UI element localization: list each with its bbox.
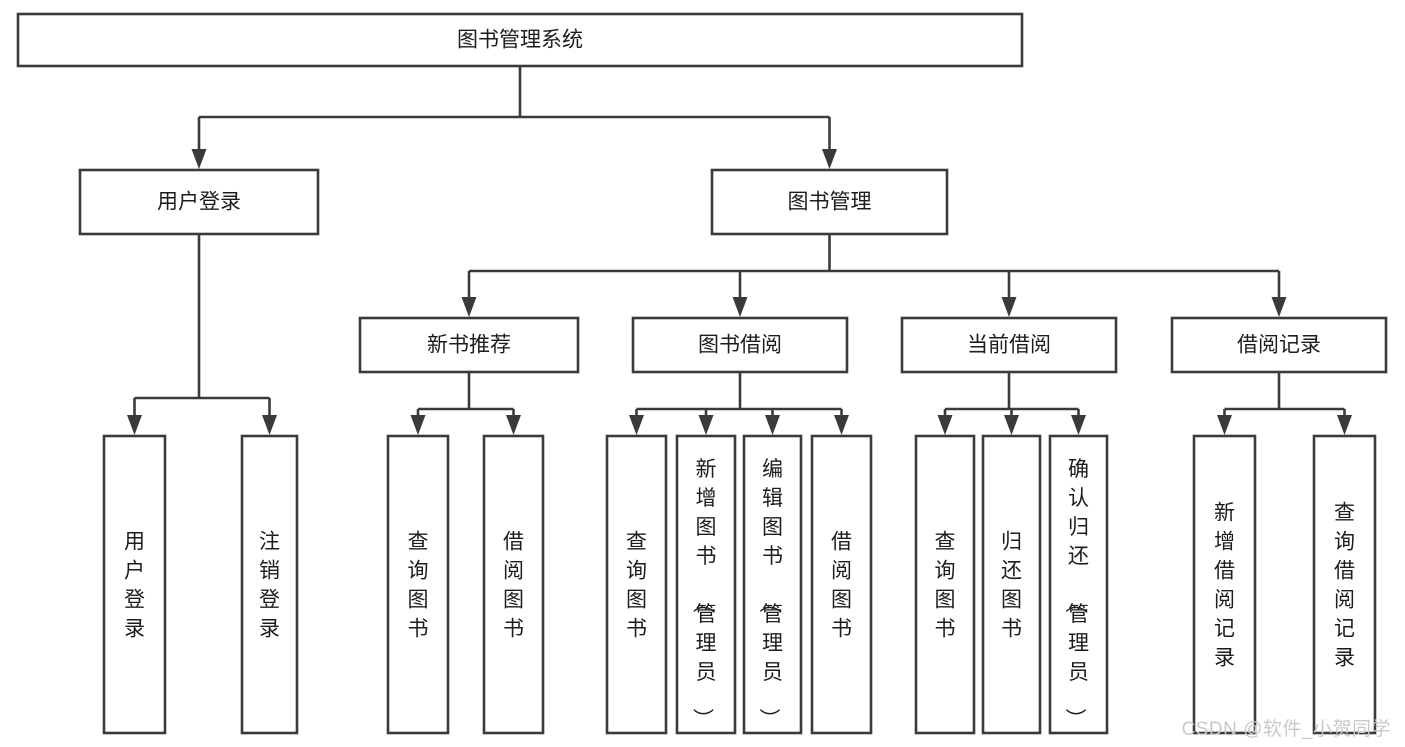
connector-arrow-icon <box>1217 415 1232 435</box>
leaf-borrow-book-2-label: 借阅图书 <box>831 531 852 641</box>
connector-arrow-icon <box>1071 415 1086 435</box>
csdn-watermark: CSDN @软件_小贺同学 <box>1181 719 1391 740</box>
leaf-query-record[interactable]: 查询借阅记录 <box>1312 434 1377 735</box>
leaf-query-book-3-label: 查询图书 <box>935 531 956 641</box>
leaf-query-book-2[interactable]: 查询图书 <box>605 434 668 735</box>
connector-arrow-icon <box>506 415 521 435</box>
connector-arrow-icon <box>834 415 849 435</box>
node-new-book-recommend[interactable]: 新书推荐 <box>358 316 580 374</box>
leaf-query-record-label: 查询借阅记录 <box>1334 502 1355 670</box>
connector-arrow-icon <box>1004 415 1019 435</box>
connector-arrow-icon <box>698 415 714 435</box>
connector-arrow-icon <box>127 415 142 435</box>
leaf-query-book-2-label: 查询图书 <box>626 531 647 641</box>
leaf-logout-login-label: 注销登录 <box>259 531 280 641</box>
node-layer: 用户登录注销登录查询图书借阅图书查询图书新增图书（管理员）编辑图书（管理员）借阅… <box>16 12 1388 735</box>
leaf-logout-login[interactable]: 注销登录 <box>240 434 299 735</box>
node-borrow-record[interactable]: 借阅记录 <box>1170 316 1388 374</box>
leaf-user-login[interactable]: 用户登录 <box>102 434 167 735</box>
connector-arrow-icon <box>765 415 780 435</box>
leaf-return-book-label: 归还图书 <box>1001 531 1022 641</box>
connector-arrow-icon <box>822 149 837 169</box>
node-book-manage[interactable]: 图书管理 <box>710 168 949 236</box>
leaf-add-record-label: 新增借阅记录 <box>1214 502 1235 670</box>
connector-arrow-icon <box>937 415 953 435</box>
root-node-root[interactable]: 图书管理系统 <box>16 12 1024 68</box>
leaf-add-record[interactable]: 新增借阅记录 <box>1192 434 1257 735</box>
leaf-query-book-1-label: 查询图书 <box>408 531 429 641</box>
root-node-root-label: 图书管理系统 <box>457 29 583 52</box>
leaf-user-login-label: 用户登录 <box>124 531 145 641</box>
leaf-edit-book-label: 编辑图书（管理员） <box>757 458 783 729</box>
node-current-borrow[interactable]: 当前借阅 <box>900 316 1118 374</box>
leaf-add-book[interactable]: 新增图书（管理员） <box>675 434 737 735</box>
leaf-return-book[interactable]: 归还图书 <box>981 434 1042 735</box>
connector-arrow-icon <box>1001 297 1017 317</box>
leaf-query-book-3[interactable]: 查询图书 <box>914 434 976 735</box>
node-book-manage-label: 图书管理 <box>788 191 872 214</box>
connector-arrow-icon <box>732 297 748 317</box>
connector-arrow-icon <box>410 415 426 435</box>
leaf-borrow-book-1[interactable]: 借阅图书 <box>482 434 545 735</box>
node-new-book-recommend-label: 新书推荐 <box>427 334 511 357</box>
leaf-query-book-1[interactable]: 查询图书 <box>386 434 450 735</box>
leaf-confirm-return-label: 确认归还（管理员） <box>1063 458 1089 729</box>
node-book-borrow-label: 图书借阅 <box>698 334 782 357</box>
connector-layer <box>127 66 1352 435</box>
connector-arrow-icon <box>262 415 277 435</box>
leaf-borrow-book-1-label: 借阅图书 <box>503 531 524 641</box>
leaf-borrow-book-2[interactable]: 借阅图书 <box>810 434 873 735</box>
leaf-add-book-label: 新增图书（管理员） <box>691 458 717 729</box>
connector-arrow-icon <box>1337 415 1352 435</box>
node-user-login-label: 用户登录 <box>157 191 241 214</box>
connector-arrow-icon <box>1271 297 1287 317</box>
node-book-borrow[interactable]: 图书借阅 <box>631 316 849 374</box>
leaf-edit-book[interactable]: 编辑图书（管理员） <box>742 434 803 735</box>
connector-arrow-icon <box>461 297 477 317</box>
connector-arrow-icon <box>629 415 644 435</box>
node-current-borrow-label: 当前借阅 <box>967 334 1051 357</box>
leaf-confirm-return[interactable]: 确认归还（管理员） <box>1048 434 1109 735</box>
node-user-login[interactable]: 用户登录 <box>78 168 320 236</box>
connector-arrow-icon <box>191 149 207 169</box>
node-borrow-record-label: 借阅记录 <box>1237 334 1321 357</box>
